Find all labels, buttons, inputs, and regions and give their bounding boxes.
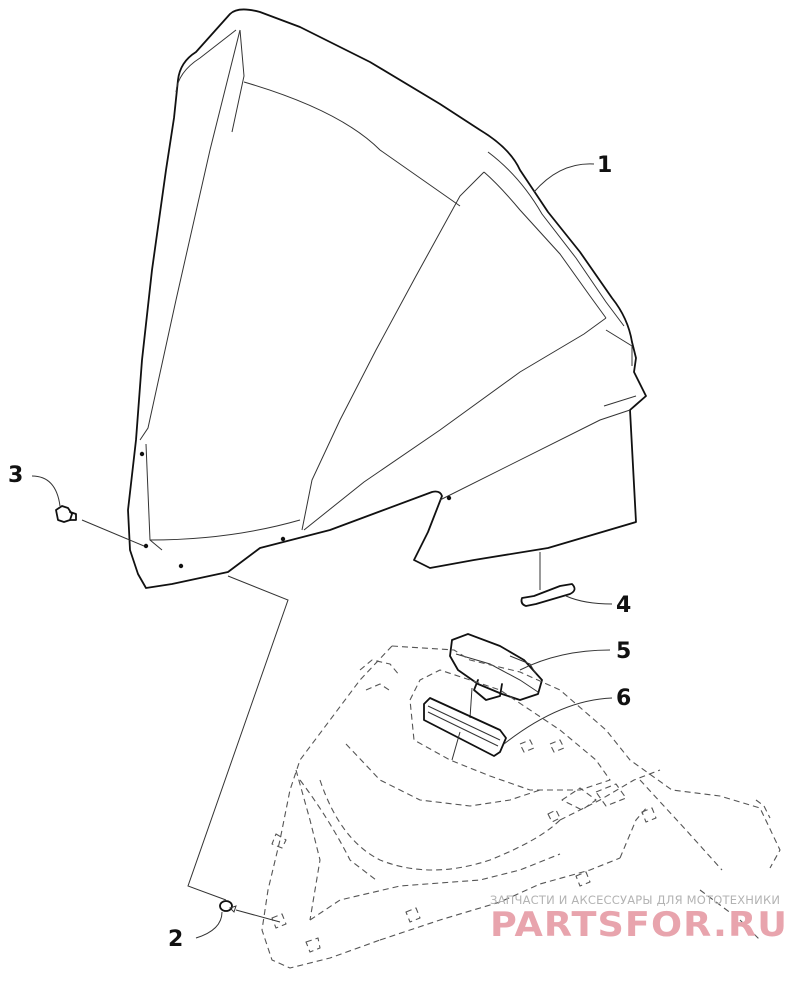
callout-label-4: 4 <box>616 593 631 618</box>
gauge-cap-part <box>449 633 543 719</box>
windshield-part <box>127 8 647 589</box>
mount-hole <box>143 543 149 549</box>
assembly-line <box>187 575 289 901</box>
leader-line-6 <box>503 697 613 745</box>
leader-line-2 <box>195 911 223 939</box>
leader-line-1 <box>533 163 595 193</box>
callout-label-1: 1 <box>597 153 612 178</box>
callout-label-5: 5 <box>616 639 631 664</box>
watermark-tagline: ЗАПЧАСТИ И АКСЕССУАРЫ ДЛЯ МОТОТЕХНИКИ <box>490 893 780 907</box>
watermark-brand: PARTSFOR.RU <box>490 905 788 945</box>
leader-line-3 <box>31 475 61 507</box>
mount-hole <box>446 495 452 501</box>
clip-part <box>520 552 576 607</box>
gasket-part <box>423 697 507 761</box>
fastener-part <box>219 900 281 923</box>
mount-hole <box>178 563 184 569</box>
callout-label-6: 6 <box>616 686 631 711</box>
callout-label-3: 3 <box>8 463 23 488</box>
mount-hole <box>280 536 286 542</box>
screw-part <box>55 505 145 547</box>
leader-line-5 <box>519 649 611 671</box>
callout-label-2: 2 <box>168 927 183 952</box>
leader-line-4 <box>565 595 613 605</box>
mount-hole <box>139 451 145 457</box>
hood-reference-outline <box>261 645 781 969</box>
